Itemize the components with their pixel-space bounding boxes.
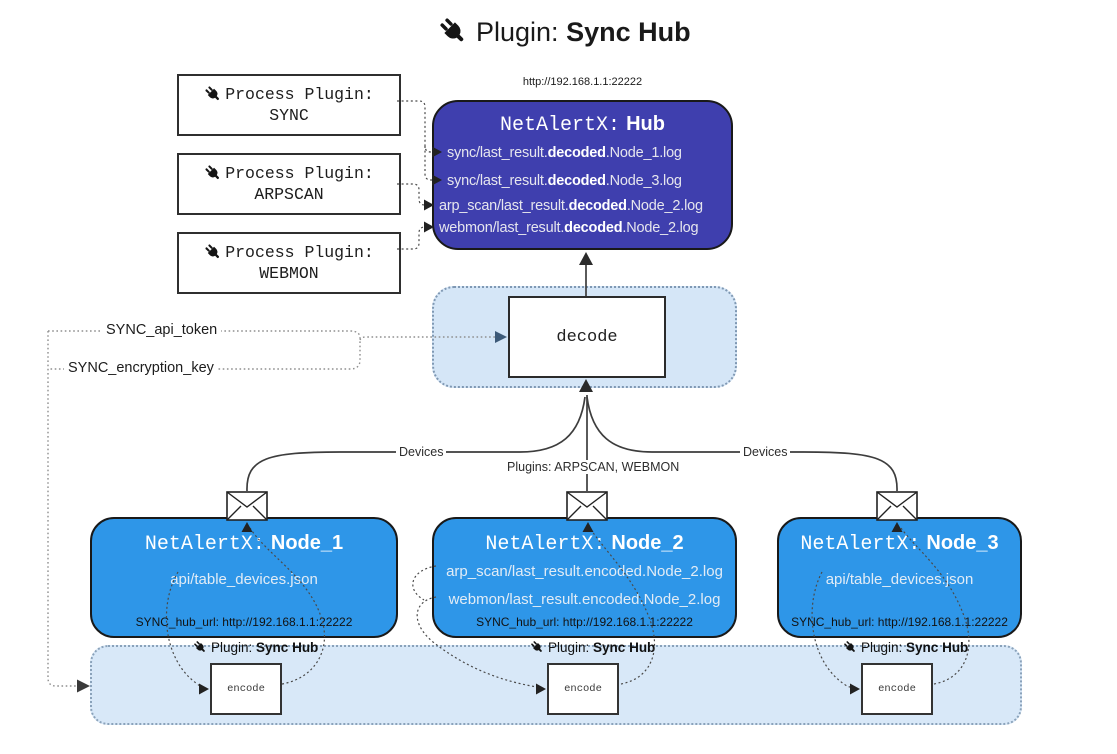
arpscan-to-hub-wire	[397, 183, 428, 206]
encode-box: encode	[210, 663, 282, 715]
page-title-prefix: Plugin:	[476, 16, 559, 47]
page-title-name: Sync Hub	[566, 16, 691, 47]
page-title: Plugin: Sync Hub	[438, 16, 691, 48]
node-hub-url: SYNC_hub_url: http://192.168.1.1:22222	[135, 615, 353, 629]
process-plugin-label: Process Plugin:	[225, 243, 374, 262]
sync-hub-plugin-label: Plugin: Sync Hub	[193, 640, 318, 655]
envelope-icon	[566, 491, 608, 521]
process-plugin-box-sync: Process Plugin: SYNC	[177, 74, 401, 136]
hub-title-name: Hub	[626, 113, 665, 135]
node-1-box: NetAlertX:Node_1 api/table_devices.json …	[90, 517, 398, 638]
sync-api-token-label: SYNC_api_token	[102, 322, 222, 338]
plug-icon	[844, 641, 855, 652]
node-title: NetAlertX:Node_3	[800, 532, 999, 556]
node-file: webmon/last_result.encoded.Node_2.log	[448, 591, 721, 608]
process-plugin-label: Process Plugin:	[225, 85, 374, 104]
webmon-to-hub-wire	[397, 226, 428, 250]
sync-hub-plugin-label: Plugin: Sync Hub	[843, 640, 968, 655]
node-file: api/table_devices.json	[825, 571, 974, 588]
decode-box: decode	[508, 296, 666, 378]
plug-icon	[205, 244, 220, 258]
process-plugin-name-arpscan: ARPSCAN	[254, 185, 324, 204]
node-title: NetAlertX:Node_1	[144, 532, 344, 556]
sync-hub-plugin-label: Plugin: Sync Hub	[530, 640, 655, 655]
plug-icon	[194, 641, 205, 652]
hub-url-label: http://192.168.1.1:22222	[522, 76, 643, 88]
arrowhead-right	[77, 679, 90, 693]
devices-label-left: Devices	[396, 445, 447, 459]
node3-to-decode-curve	[586, 396, 898, 492]
plug-icon	[440, 18, 464, 42]
hub-log-line: webmon/last_result.decoded.Node_2.log	[439, 220, 699, 236]
node-file: api/table_devices.json	[170, 571, 318, 588]
process-plugin-label: Process Plugin:	[225, 164, 374, 183]
sync-encryption-key-label: SYNC_encryption_key	[64, 360, 218, 376]
plug-icon	[531, 641, 542, 652]
devices-label-right: Devices	[740, 445, 791, 459]
envelope-icon	[876, 491, 918, 521]
node-title: NetAlertX:Node_2	[485, 532, 684, 556]
process-plugin-box-arpscan: Process Plugin: ARPSCAN	[177, 153, 401, 215]
plugins-label: Plugins: ARPSCAN, WEBMON	[504, 460, 683, 474]
encode-box: encode	[861, 663, 933, 715]
node-3-box: NetAlertX:Node_3 api/table_devices.json …	[777, 517, 1022, 638]
process-plugin-box-webmon: Process Plugin: WEBMON	[177, 232, 401, 294]
plug-icon	[205, 165, 220, 179]
hub-log-line: sync/last_result.decoded.Node_1.log	[447, 145, 682, 161]
sync-to-hub-wire	[397, 100, 436, 153]
hub-title: NetAlertX:Hub	[434, 113, 731, 137]
node-hub-url: SYNC_hub_url: http://192.168.1.1:22222	[476, 615, 693, 629]
encode-box: encode	[547, 663, 619, 715]
arrowhead-up	[579, 252, 593, 265]
hub-log-line: sync/last_result.decoded.Node_3.log	[447, 173, 682, 189]
envelope-icon	[226, 491, 268, 521]
hub-title-prefix: NetAlertX:	[500, 114, 621, 137]
node-hub-url: SYNC_hub_url: http://192.168.1.1:22222	[791, 615, 1008, 629]
node1-to-decode-curve	[246, 396, 586, 492]
config-to-encode-panel-wire	[47, 331, 79, 687]
plug-icon	[205, 86, 220, 100]
page-title-text: Plugin: Sync Hub	[476, 17, 691, 48]
hub-box: NetAlertX:Hub sync/last_result.decoded.N…	[432, 100, 733, 250]
node-file: arp_scan/last_result.encoded.Node_2.log	[446, 563, 723, 580]
process-plugin-name-webmon: WEBMON	[259, 264, 319, 283]
process-plugin-name-sync: SYNC	[269, 106, 309, 125]
hub-log-line: arp_scan/last_result.decoded.Node_2.log	[439, 198, 703, 214]
node-2-box: NetAlertX:Node_2 arp_scan/last_result.en…	[432, 517, 737, 638]
